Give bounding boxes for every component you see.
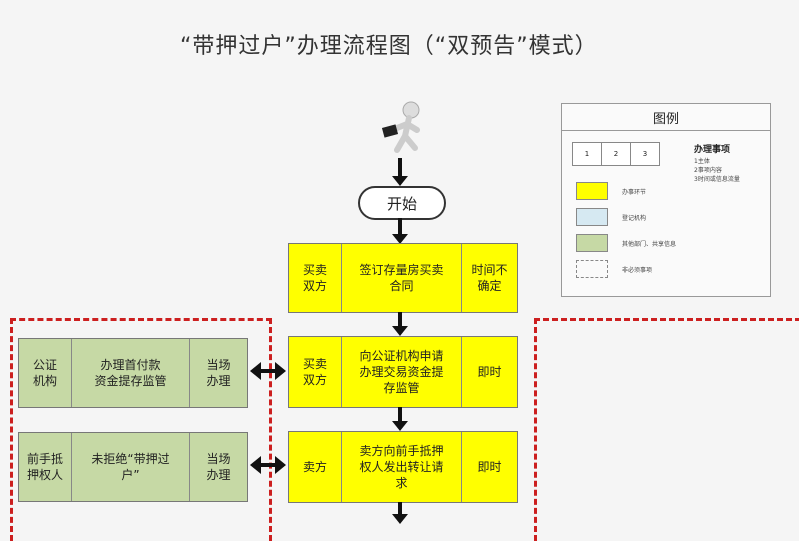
legend-label: 办事环节 [622,189,647,196]
legend-number: 2 [601,143,630,165]
step-party: 公证 机构 [19,339,71,407]
step-action: 办理首付款 资金提存监管 [71,339,189,407]
legend-item-line: 2事项内容 [694,167,722,174]
optional-region-left [10,318,272,541]
legend-item-line: 1主体 [694,158,710,165]
legend-panel: 图例 1 2 3 办理事项 1主体 2事项内容 3时间或信息流量 办事环节 登记… [561,103,771,297]
step-action: 未拒绝“带押过 户” [71,433,189,501]
flow-arrow [392,158,408,186]
legend-title: 图例 [562,104,770,131]
flow-arrow [392,218,408,244]
side-step: 前手抵 押权人 未拒绝“带押过 户” 当场 办理 [18,432,248,502]
legend-item-line: 3时间或信息流量 [694,176,740,183]
step-time: 时间不 确定 [461,244,517,312]
flow-arrow [392,312,408,336]
step-time: 当场 办理 [189,433,247,501]
legend-swatch-green [576,234,608,252]
legend-label: 其他部门、共享信息 [622,241,677,248]
start-node: 开始 [358,186,446,220]
legend-swatch-yellow [576,182,608,200]
step-time: 即时 [461,432,517,502]
step-action: 向公证机构申请 办理交易资金提 存监管 [341,337,461,407]
main-step: 买卖 双方 签订存量房买卖 合同 时间不 确定 [288,243,518,313]
legend-number: 1 [584,150,590,158]
double-arrow-icon [250,362,286,380]
step-action: 卖方向前手抵押 权人发出转让请 求 [341,432,461,502]
legend-swatch-dashed [576,260,608,278]
flow-arrow [392,502,408,524]
running-person-icon [381,101,420,153]
main-step: 买卖 双方 向公证机构申请 办理交易资金提 存监管 即时 [288,336,518,408]
side-step: 公证 机构 办理首付款 资金提存监管 当场 办理 [18,338,248,408]
legend-number: 3 [630,143,659,165]
legend-item-title: 办理事项 [694,145,731,155]
main-step: 卖方 卖方向前手抵押 权人发出转让请 求 即时 [288,431,518,503]
legend-swatch-blue [576,208,608,226]
legend-number-box: 1 2 3 [572,142,660,166]
step-time: 当场 办理 [189,339,247,407]
legend-label: 登记机构 [622,215,647,222]
step-party: 买卖 双方 [289,244,341,312]
double-arrow-icon [250,456,286,474]
page-title: “带押过户”办理流程图（“双预告”模式） [180,34,598,59]
flow-arrow [392,407,408,431]
step-party: 前手抵 押权人 [19,433,71,501]
step-party: 买卖 双方 [289,337,341,407]
step-action: 签订存量房买卖 合同 [341,244,461,312]
optional-region-right [534,318,799,541]
step-time: 即时 [461,337,517,407]
legend-label: 非必须事项 [622,267,653,274]
step-party: 卖方 [289,432,341,502]
